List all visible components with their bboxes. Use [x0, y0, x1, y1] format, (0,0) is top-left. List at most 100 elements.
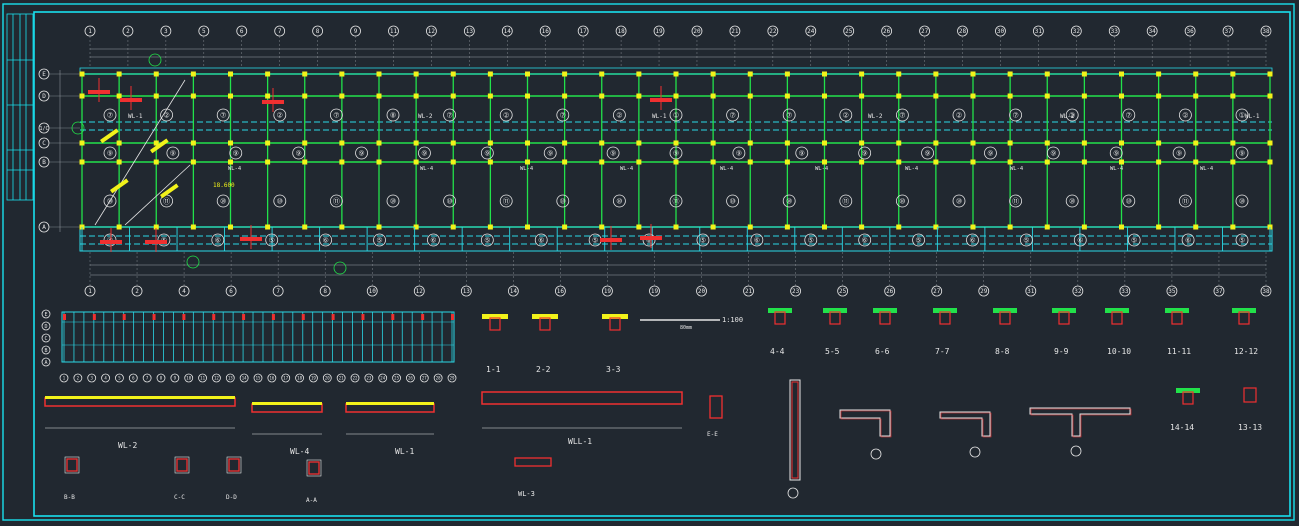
axis-bottom-bubble-label: 2	[135, 288, 139, 295]
elevation-axis-bubble-label: 21	[339, 375, 344, 380]
axis-bottom-bubble-label: 20	[698, 288, 706, 295]
cell-marker-row1-circle	[669, 108, 683, 122]
cell-marker-row1-circle	[386, 108, 400, 122]
cell-marker-row2-circle	[292, 146, 306, 160]
cell-marker-row4-label: ⑤	[700, 237, 706, 245]
elevation-axis-bubble-circle	[295, 373, 304, 383]
cell-marker-row3-label: ⑩	[1126, 198, 1132, 206]
axis-row-bubble-label: C	[42, 140, 46, 147]
elevation-rebar	[152, 314, 156, 320]
section-slab-right	[1105, 308, 1129, 313]
column-node	[896, 93, 902, 99]
cell-marker-row1-circle	[1122, 108, 1136, 122]
axis-row-bubble-label: D	[42, 93, 46, 100]
column-node	[822, 93, 827, 99]
callout-circle-left-circle	[71, 121, 85, 135]
column-node	[525, 159, 530, 165]
cell-marker-row3-circle	[782, 194, 796, 208]
elevation-axis-bubble-label: 7	[146, 375, 149, 380]
stair-diagonal	[94, 79, 186, 226]
elevation-rebar	[271, 314, 275, 320]
column-node	[376, 224, 382, 230]
cell-marker-row4-label: ⑤	[915, 237, 921, 245]
column-node	[636, 93, 642, 99]
section-label-right: 9-9	[1054, 347, 1069, 356]
elevation-axis-bubble-label: 20	[325, 375, 330, 380]
axis-bottom-bubble-label: 14	[510, 288, 518, 295]
column-node	[116, 159, 122, 165]
elevation-axis-bubble-circle	[433, 373, 443, 383]
column-node	[265, 71, 271, 77]
column-node	[1230, 93, 1236, 99]
stair-label-bar	[110, 178, 129, 194]
column-node	[376, 159, 382, 165]
wll-label: WLL-1	[568, 437, 592, 446]
cell-marker-row4-circle	[912, 233, 925, 247]
detail14-slab	[1176, 388, 1200, 393]
column-node	[859, 71, 865, 77]
column-node	[339, 140, 345, 146]
long-beam-label: WL-4	[290, 447, 309, 456]
column-node	[673, 93, 679, 99]
column-node	[1081, 93, 1087, 99]
section-beam-right	[879, 311, 891, 325]
axis-top-bubble-label: 2	[126, 28, 130, 35]
elevation-axis-bubble-circle	[128, 373, 138, 383]
section-slab	[602, 314, 628, 319]
plan-beam-label-wl4: WL-4	[905, 166, 919, 172]
column-node	[525, 93, 530, 99]
axis-row-bubble-label: B	[42, 159, 46, 166]
callout-circle-top-circle	[148, 53, 162, 67]
cell-marker-row2-circle	[732, 146, 746, 160]
section-label: 1-1	[486, 365, 501, 374]
parapet-wall	[789, 379, 801, 481]
axis-top-bubble-label: 27	[921, 28, 929, 35]
cell-marker-row4-label: ⑤	[1131, 237, 1137, 245]
axis-top-bubble-label: 12	[428, 28, 436, 35]
column-node	[487, 93, 493, 99]
column-node	[784, 224, 790, 230]
section-slab	[482, 314, 508, 319]
section-label-right: 5-5	[825, 347, 840, 356]
column-node	[1044, 93, 1050, 99]
elevation-axis-bubble-label: 8	[160, 375, 163, 380]
step-detail-rebar	[840, 410, 892, 438]
cell-marker-row1-label: ②	[277, 112, 283, 120]
column-node	[933, 71, 939, 77]
column-node	[784, 140, 790, 146]
column-node	[228, 71, 233, 77]
section-label: 2-2	[536, 365, 551, 374]
column-node	[487, 140, 493, 146]
cell-marker-row3-circle	[329, 194, 343, 208]
column-node	[933, 224, 939, 230]
column-node	[1267, 71, 1273, 77]
column-node	[710, 93, 716, 99]
column-node	[562, 71, 568, 77]
cell-marker-row2-label: ⑨	[1176, 150, 1182, 158]
axis-bottom-bubble-label: 1	[88, 288, 92, 295]
cell-marker-row3-circle	[556, 194, 570, 208]
cell-marker-row2-circle	[1046, 146, 1060, 160]
column-node	[302, 71, 308, 77]
stair-label-bar	[160, 183, 179, 199]
elevation-row-bubble-circle	[41, 357, 51, 367]
column-node	[599, 224, 605, 230]
axis-bottom-bubble-label: 21	[745, 288, 753, 295]
cell-marker-row2-label: ⑨	[170, 150, 176, 158]
cell-marker-row4-circle	[1019, 233, 1033, 247]
axis-bottom-bubble-label: 19	[604, 288, 612, 295]
cell-marker-row4-circle	[966, 233, 979, 247]
cell-marker-row3-label: ⑪	[1012, 198, 1019, 206]
step-detail-rebar	[940, 412, 992, 438]
elevation-axis-bubble-circle	[447, 373, 457, 383]
plan-beam-label-wl4: WL-4	[720, 166, 734, 172]
column-node	[636, 159, 642, 165]
cell-marker-row2-circle	[1235, 146, 1249, 160]
column-node	[190, 224, 196, 230]
outer-frame	[2, 3, 1295, 521]
column-node	[970, 71, 976, 77]
wl3-beam	[514, 457, 552, 467]
column-node	[1230, 224, 1236, 230]
column-node	[153, 224, 159, 230]
